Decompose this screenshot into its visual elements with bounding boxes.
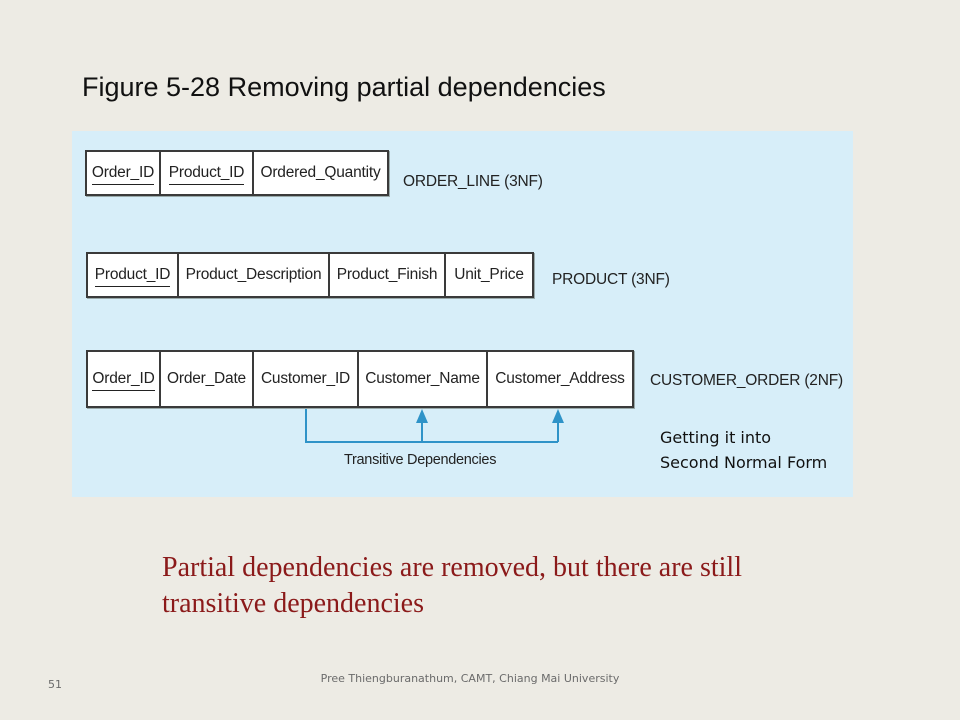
relation-order-line: Order_ID Product_ID Ordered_Quantity <box>85 150 389 196</box>
figure-title: Figure 5-28 Removing partial dependencie… <box>82 72 606 102</box>
attribute-order-date: Order_Date <box>161 352 254 406</box>
arrow-head-icon <box>416 409 428 423</box>
attribute-customer-address: Customer_Address <box>495 370 625 387</box>
attribute-product-id: Product_ID <box>161 152 254 194</box>
dependency-label: Transitive Dependencies <box>344 452 497 468</box>
page-number: 51 <box>48 678 62 691</box>
attribute-order-id: Order_ID <box>87 152 161 194</box>
dependency-line <box>305 409 558 443</box>
footer-credit: Pree Thiengburanathum, CAMT, Chiang Mai … <box>320 672 620 685</box>
attribute-order-id: Order_ID <box>88 352 161 406</box>
attribute-ordered-quantity: Ordered_Quantity <box>260 164 381 181</box>
attribute-product-id: Product_ID <box>88 254 179 296</box>
relation-product: Product_ID Product_Description Product_F… <box>86 252 534 298</box>
relation-customer-order: Order_ID Order_Date Customer_ID Customer… <box>86 350 634 408</box>
attribute-product-finish: Product_Finish <box>330 254 446 296</box>
relation-label-product: PRODUCT (3NF) <box>552 271 670 288</box>
attribute-customer-name: Customer_Name <box>359 352 488 406</box>
relation-label-customer-order: CUSTOMER_ORDER (2NF) <box>650 372 843 389</box>
attribute-customer-id: Customer_ID <box>254 352 359 406</box>
arrow-head-icon <box>552 409 564 423</box>
normalization-diagram: Order_ID Product_ID Ordered_Quantity ORD… <box>72 131 853 497</box>
attribute-product-description: Product_Description <box>179 254 330 296</box>
side-note: Getting it into Second Normal Form <box>660 428 828 472</box>
conclusion-text: Partial dependencies are removed, but th… <box>162 552 742 619</box>
relation-label-order-line: ORDER_LINE (3NF) <box>403 173 543 190</box>
attribute-unit-price: Unit_Price <box>454 266 524 283</box>
